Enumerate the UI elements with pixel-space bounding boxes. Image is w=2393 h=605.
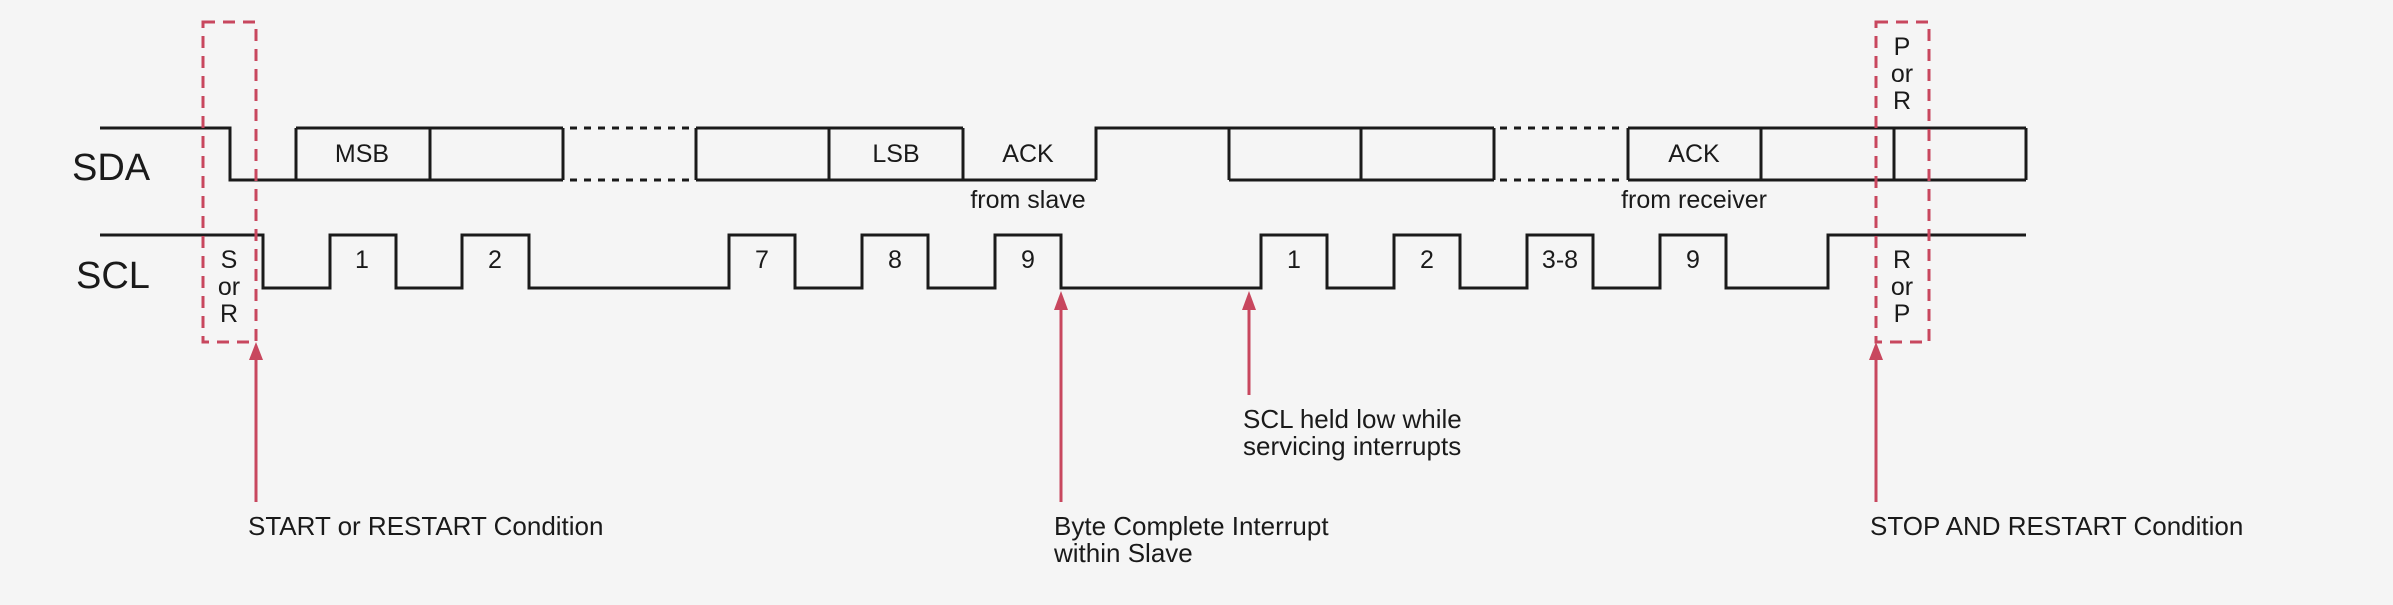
from-receiver-note: from receiver xyxy=(1621,186,1767,214)
scl-pulse-label: 3-8 xyxy=(1542,246,1578,274)
stop-box-bottom-or: or xyxy=(1891,273,1913,301)
sda-msb-label: MSB xyxy=(335,140,389,168)
scl-label: SCL xyxy=(76,255,150,297)
sda-ack-label-2: ACK xyxy=(1668,140,1720,168)
stop-box-bottom-r: R xyxy=(1893,246,1911,274)
start-condition-frame xyxy=(201,20,258,344)
sda-ack-label: ACK xyxy=(1002,140,1054,168)
stop-condition-frame xyxy=(1874,20,1931,344)
stop-arrow xyxy=(1869,342,1883,502)
sda-label: SDA xyxy=(72,147,151,189)
byte-complete-annotation-line2: within Slave xyxy=(1053,538,1193,568)
stop-box-top-p: P xyxy=(1894,33,1911,61)
stop-box-top-r: R xyxy=(1893,87,1911,115)
scl-pulse-label: 9 xyxy=(1021,246,1035,274)
scl-waveform xyxy=(100,233,2026,290)
scl-pulse-label: 9 xyxy=(1686,246,1700,274)
start-arrow xyxy=(249,342,263,502)
from-slave-note: from slave xyxy=(970,186,1085,214)
stop-annotation: STOP AND RESTART Condition xyxy=(1870,511,2243,541)
scl-pulse-label: 8 xyxy=(888,246,902,274)
byte-complete-arrow xyxy=(1054,291,1068,502)
sda-ack-release xyxy=(1094,126,1229,180)
sda-start-edge xyxy=(100,126,296,182)
start-box-r: R xyxy=(220,300,238,328)
start-annotation: START or RESTART Condition xyxy=(248,511,603,541)
start-box-or: or xyxy=(218,273,240,301)
scl-held-annotation-line1: SCL held low while xyxy=(1243,404,1462,434)
scl-pulse-label: 2 xyxy=(1420,246,1434,274)
scl-pulse-label: 2 xyxy=(488,246,502,274)
scl-pulse-label: 1 xyxy=(355,246,369,274)
stop-box-bottom-p: P xyxy=(1894,300,1911,328)
sda-waveform xyxy=(100,126,2028,182)
scl-pulse-label: 1 xyxy=(1287,246,1301,274)
byte-complete-annotation-line1: Byte Complete Interrupt xyxy=(1054,511,1329,541)
scl-held-annotation-line2: servicing interrupts xyxy=(1243,431,1461,461)
scl-pulse-label: 7 xyxy=(755,246,769,274)
sda-lsb-label: LSB xyxy=(872,140,919,168)
stop-box-top-or: or xyxy=(1891,60,1913,88)
scl-held-arrow xyxy=(1242,291,1256,395)
start-box-s: S xyxy=(221,246,238,274)
